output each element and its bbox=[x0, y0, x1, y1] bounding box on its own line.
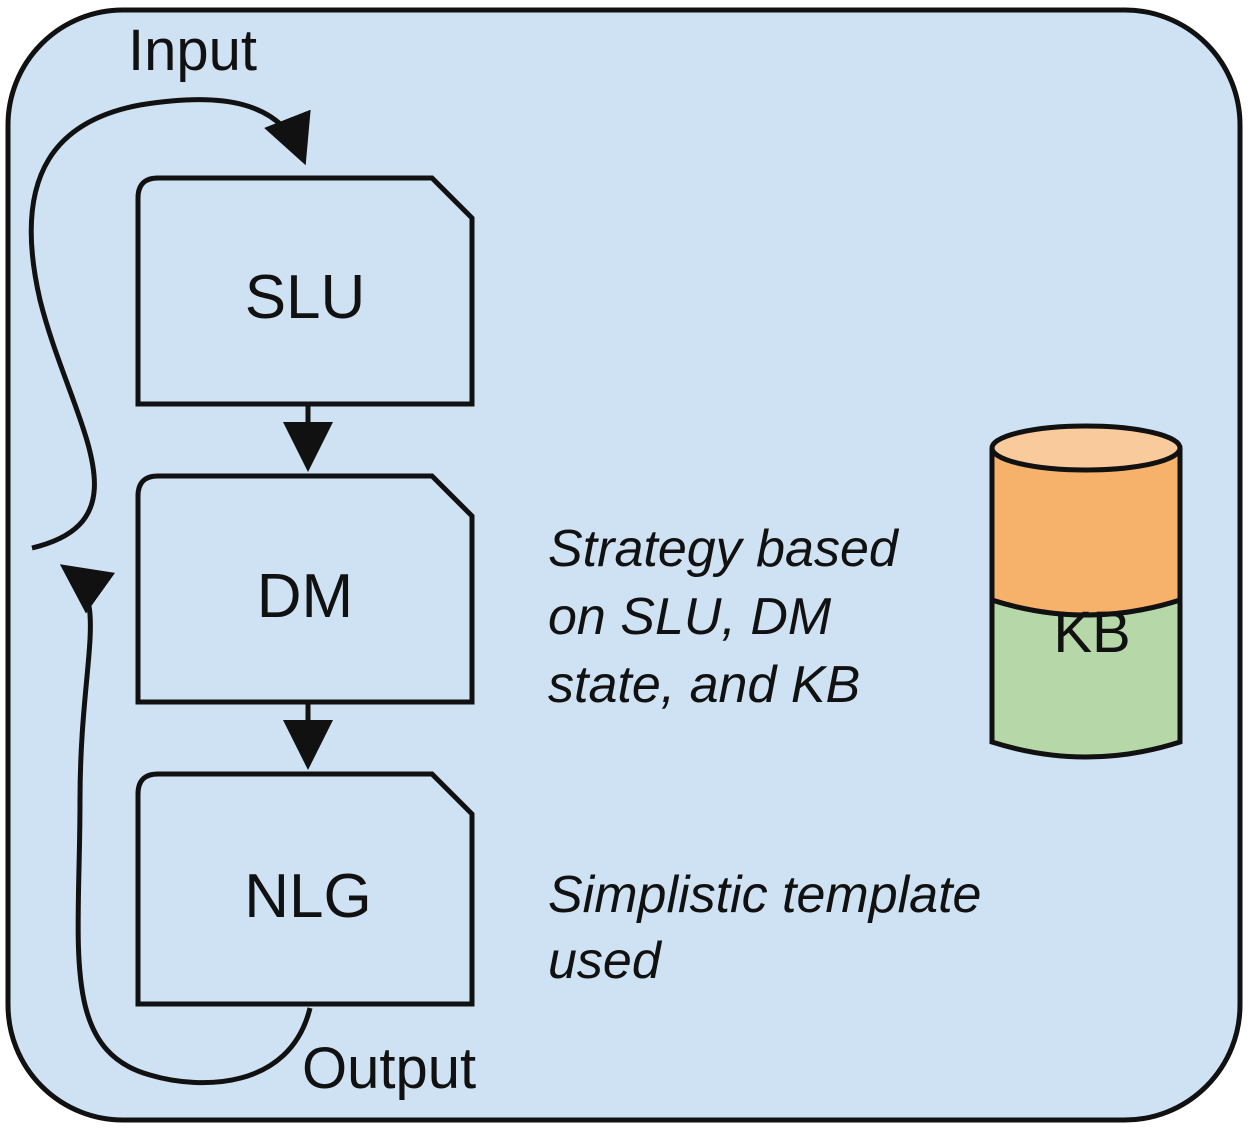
kb-label: KB bbox=[1053, 600, 1130, 665]
dm-annotation-line-2: on SLU, DM bbox=[548, 588, 832, 646]
nlg-annotation-line-1: Simplistic template bbox=[548, 866, 981, 924]
slu-box bbox=[135, 175, 475, 407]
kb-top bbox=[989, 423, 1183, 473]
nlg-annotation-line-2: used bbox=[548, 932, 663, 990]
dm-box bbox=[135, 473, 475, 705]
input-label: Input bbox=[128, 18, 257, 83]
nlg-box bbox=[135, 771, 475, 1007]
nlg-annotation: Simplistic template used bbox=[548, 866, 981, 990]
module-slu: SLU bbox=[135, 175, 475, 407]
module-nlg: NLG bbox=[135, 771, 475, 1007]
kb-cylinder: KB bbox=[989, 423, 1183, 760]
module-dm: DM bbox=[135, 473, 475, 705]
output-label: Output bbox=[302, 1036, 476, 1101]
nlg-label: NLG bbox=[244, 862, 371, 931]
kb-divider bbox=[991, 597, 1181, 618]
dm-annotation-line-1: Strategy based bbox=[548, 520, 900, 578]
dm-annotation-line-3: state, and KB bbox=[548, 656, 860, 714]
output-arrow bbox=[59, 564, 313, 1086]
slu-label: SLU bbox=[245, 263, 366, 332]
input-arrow bbox=[28, 97, 311, 551]
dm-label: DM bbox=[257, 562, 353, 631]
kb-upper-section bbox=[992, 448, 1180, 615]
dm-annotation: Strategy based on SLU, DM state, and KB bbox=[548, 520, 900, 714]
